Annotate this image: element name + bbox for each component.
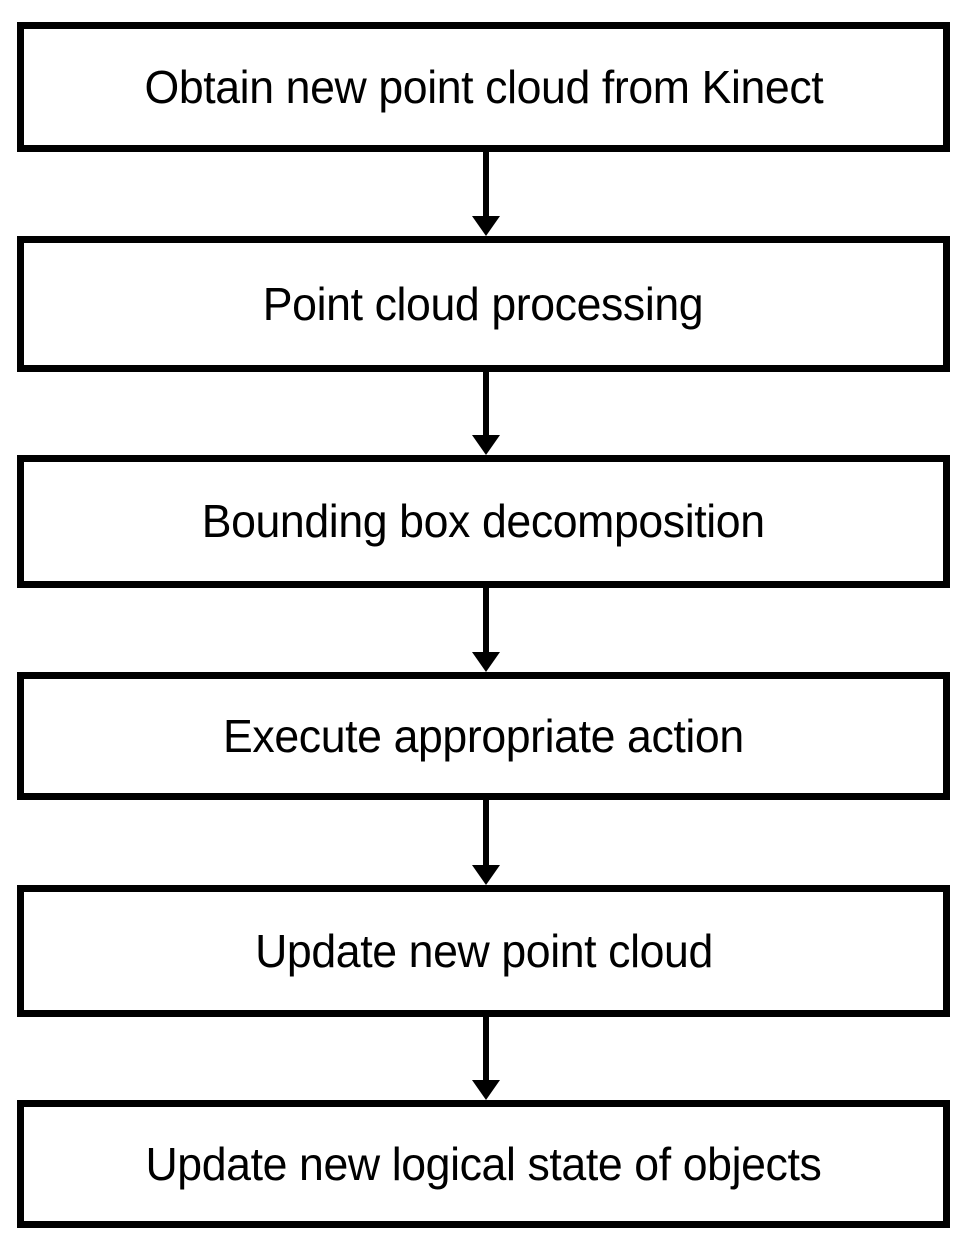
flowchart-arrow-down-icon-4 [0,800,969,885]
flowchart-node-execute-appropriate-action[interactable]: Execute appropriate action [17,672,950,800]
flowchart-arrow-down-icon-5 [0,1017,969,1100]
flowchart-node-point-cloud-processing[interactable]: Point cloud processing [17,236,950,372]
flowchart-node-label: Bounding box decomposition [202,495,765,548]
flowchart-node-label: Obtain new point cloud from Kinect [144,60,823,113]
flowchart-arrow-down-icon-2 [0,372,969,455]
flowchart-arrow-down-icon-3 [0,588,969,672]
flowchart-node-label: Execute appropriate action [223,709,744,762]
flowchart-node-update-new-point-cloud[interactable]: Update new point cloud [17,885,950,1017]
flowchart-node-bounding-box-decomposition[interactable]: Bounding box decomposition [17,455,950,588]
flowchart-node-label: Update new logical state of objects [145,1137,822,1190]
flowchart-node-label: Point cloud processing [263,277,704,330]
flowchart-node-label: Update new point cloud [254,924,713,977]
flowchart-node-obtain-new-point-cloud-from-kinect[interactable]: Obtain new point cloud from Kinect [17,22,950,152]
flowchart-node-update-new-logical-state-of-objects[interactable]: Update new logical state of objects [17,1100,950,1228]
flowchart-arrow-down-icon-1 [0,152,969,236]
